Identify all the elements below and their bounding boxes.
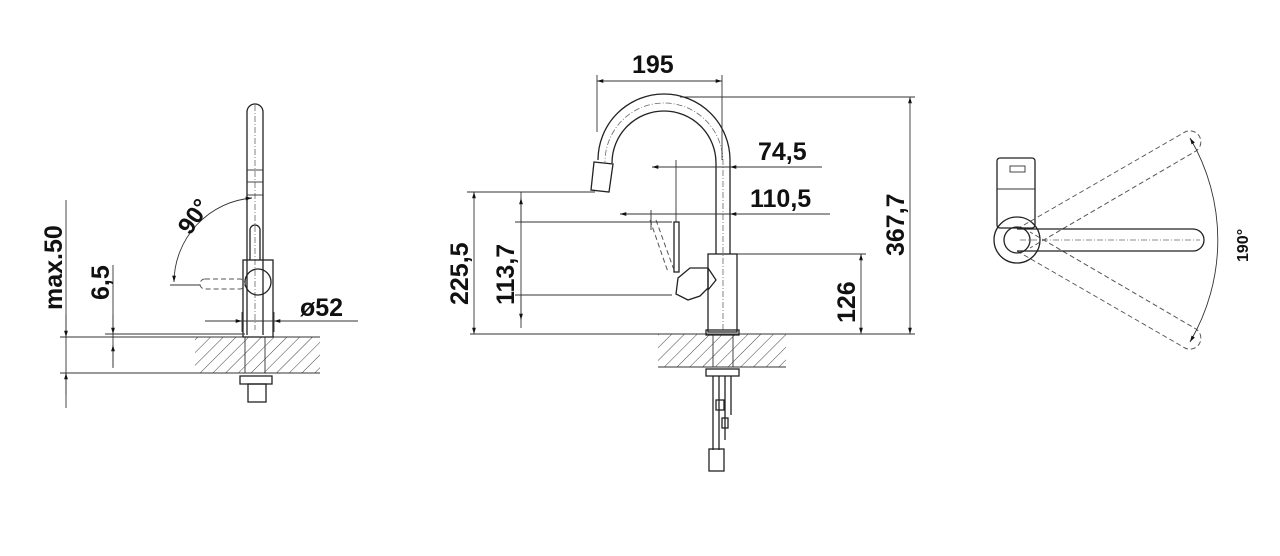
angle-label: 90° — [173, 194, 216, 239]
countertop-hatch — [658, 334, 786, 367]
countertop-hatch — [195, 337, 320, 373]
spout-reach-label: 195 — [632, 51, 674, 79]
top-view: 190° — [993, 130, 1252, 350]
spout-height-label: 225,5 — [446, 242, 474, 305]
spout — [597, 93, 731, 254]
lever-body — [675, 267, 717, 301]
swivel-arc — [1189, 137, 1219, 343]
angle-arc — [172, 196, 253, 283]
swivel-angle-label: 190° — [1235, 229, 1252, 262]
total-height-label: 367,7 — [882, 193, 910, 256]
body-height-label: 126 — [833, 281, 861, 323]
lever-handle — [673, 221, 680, 273]
side-view: 90° max.50 6,5 ø52 — [40, 103, 358, 408]
lever-knob — [244, 268, 272, 296]
lever-dashed — [199, 278, 246, 290]
lever-dashed — [649, 219, 675, 273]
lever-reach-label: 110,5 — [750, 185, 811, 213]
supply-hoses — [712, 376, 732, 450]
lever-offset-label: 74,5 — [758, 138, 807, 166]
front-view: 195 74,5 110,5 225,5 113,7 126 367,7 — [446, 51, 915, 472]
diameter-label: ø52 — [300, 294, 343, 322]
spout-pipe — [246, 103, 264, 335]
lever-height-label: 113,7 — [492, 244, 520, 305]
body-top — [996, 157, 1036, 229]
faucet-body — [707, 253, 738, 333]
thickness-label: 6,5 — [87, 265, 115, 300]
nozzle — [590, 161, 614, 193]
max-thickness-label: max.50 — [40, 225, 68, 310]
spout-arm — [1017, 228, 1205, 252]
faucet-body — [242, 259, 274, 338]
